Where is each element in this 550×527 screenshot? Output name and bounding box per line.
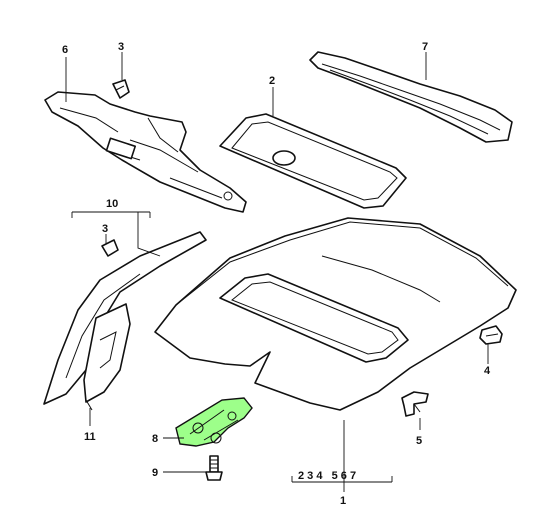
part-3-clip-lower[interactable] — [101, 239, 119, 257]
callout-8: 8 — [152, 433, 158, 445]
part-5-bracket[interactable] — [401, 391, 429, 417]
part-8-mounting-bracket[interactable] — [175, 397, 253, 447]
part-6-rear-panel[interactable] — [44, 91, 247, 213]
leader-lines — [65, 52, 489, 492]
callout-7: 7 — [422, 41, 428, 53]
callout-10: 10 — [106, 198, 118, 210]
callout-3-lower: 3 — [102, 223, 108, 235]
part-3-clip-top[interactable] — [112, 79, 130, 99]
part-2-sunroof-seal[interactable] — [219, 113, 407, 209]
callout-1: 1 — [340, 495, 346, 507]
callout-labels: 6 3 2 7 10 3 4 5 8 9 11 1 2 3 4 5 6 7 — [62, 41, 491, 507]
callout-2: 2 — [269, 75, 275, 87]
callout-3-top: 3 — [118, 41, 124, 53]
part-7-roof-trim[interactable] — [309, 51, 513, 143]
group-1-sub-numbers: 2 3 4 5 6 7 — [298, 470, 356, 482]
part-9-screw[interactable] — [205, 455, 223, 481]
callout-6: 6 — [62, 44, 68, 56]
callout-11: 11 — [84, 431, 96, 443]
callout-9: 9 — [152, 467, 158, 479]
part-11-lower-pillar[interactable] — [83, 303, 131, 411]
part-4-clip[interactable] — [479, 325, 503, 345]
callout-4: 4 — [484, 365, 491, 377]
part-1-headliner[interactable] — [154, 217, 517, 411]
callout-5: 5 — [416, 435, 422, 447]
